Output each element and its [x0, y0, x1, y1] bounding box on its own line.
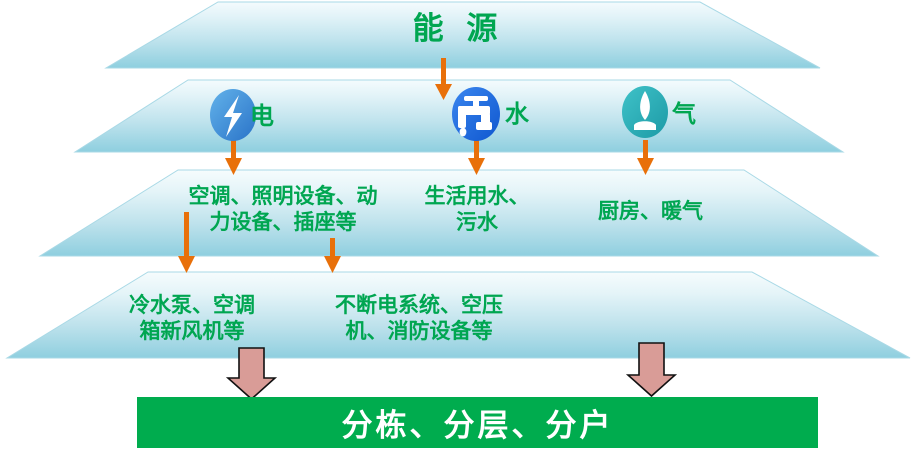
arrow-gas-down — [637, 140, 654, 175]
level4-label-power-equipment: 不断电系统、空压 机、消防设备等 — [335, 293, 503, 343]
level3-label-gas-uses: 厨房、暖气 — [598, 199, 703, 223]
orange-arrows — [178, 58, 654, 273]
faucet-icon — [452, 87, 500, 141]
level3-label-electric-uses: 空调、照明设备、动 力设备、插座等 — [188, 184, 378, 234]
level2-label-gas: 气 — [672, 100, 696, 128]
arrow-enduse-to-equipment-left — [178, 212, 195, 273]
level-3-trapezoid — [38, 169, 880, 257]
result-bar-label: 分栋、分层、分户 — [341, 408, 614, 444]
level2-label-electricity: 电 — [250, 102, 274, 130]
level2-label-water: 水 — [505, 100, 529, 128]
result-bar: 分栋、分层、分户 — [137, 397, 818, 448]
arrow-energy-to-electric-group — [435, 58, 452, 100]
level3-label-water-uses: 生活用水、 污水 — [424, 184, 530, 234]
level4-label-chiller-equipment: 冷水泵、空调 箱新风机等 — [129, 293, 255, 343]
pink-arrows — [225, 342, 678, 401]
level-4-trapezoid — [5, 271, 911, 359]
arrow-electric-down — [225, 140, 242, 175]
arrow-water-down — [468, 140, 485, 175]
pink-arrow-left — [225, 347, 278, 401]
arrow-enduse-to-equipment-right — [324, 238, 341, 273]
page-title: 能 源 — [412, 11, 504, 47]
pink-arrow-right — [625, 342, 678, 398]
flame-icon — [622, 86, 668, 138]
level-1-trapezoid — [104, 1, 821, 69]
lightning-bolt-icon — [210, 89, 256, 141]
